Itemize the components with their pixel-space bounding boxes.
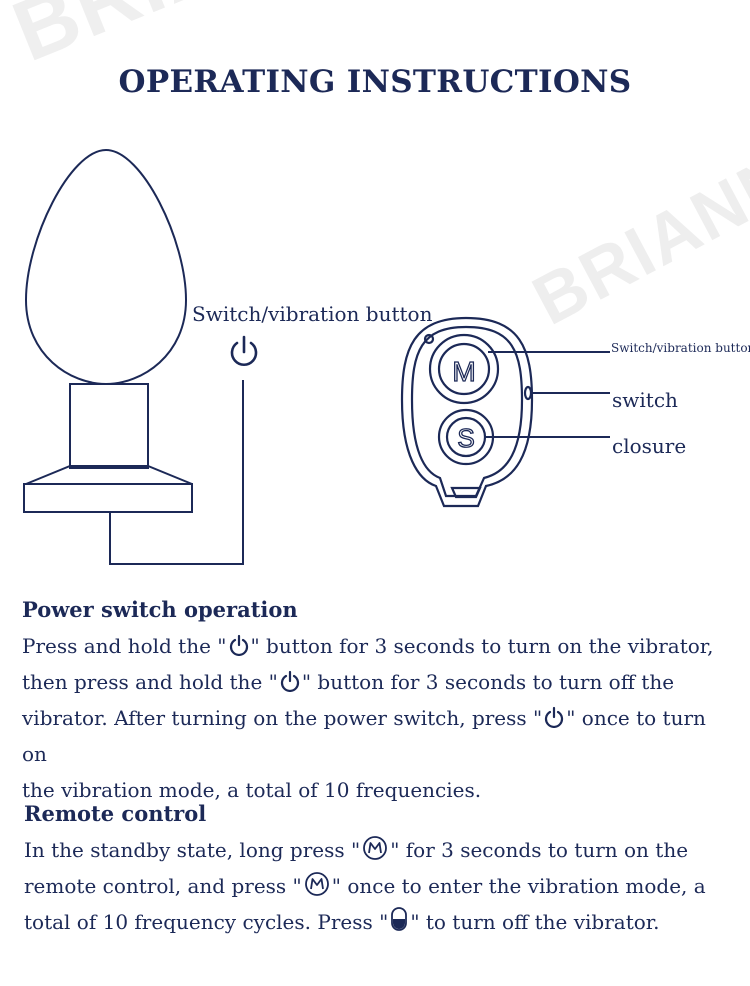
remote-control-section: Remote control In the standby state, lon…: [24, 801, 734, 940]
device-neck: [69, 383, 149, 469]
remote-indicator-led: [423, 333, 435, 345]
remote-side-switch: [523, 385, 533, 401]
device-power-icon: [230, 335, 258, 366]
page-title: OPERATING INSTRUCTIONS: [118, 64, 632, 100]
remote-s-button[interactable]: [445, 416, 487, 458]
device-button-label: Switch/vibration button: [192, 302, 433, 326]
device-base: [23, 483, 193, 513]
switch-label: switch: [612, 388, 678, 412]
closure-label: closure: [612, 434, 687, 458]
power-icon: [545, 706, 564, 728]
closure-button-icon: [391, 907, 408, 931]
device-button-leader: [109, 380, 244, 565]
m-button-icon: [304, 872, 329, 896]
remote-button-label: Switch/vibration button: [611, 341, 750, 355]
power-switch-heading: Power switch operation: [22, 597, 298, 622]
power-icon: [280, 670, 299, 692]
remote-s-button-label: S: [457, 423, 474, 453]
remote-control-text: In the standby state, long press "" for …: [24, 836, 706, 934]
remote-m-button-label: M: [452, 356, 475, 387]
remote-m-button[interactable]: [437, 342, 491, 396]
remote-leader-lines: [486, 351, 610, 438]
product-diagram: M S: [23, 148, 610, 565]
remote-body-outer: [400, 316, 534, 508]
power-switch-section: Power switch operation Press and hold th…: [22, 597, 732, 808]
power-switch-text: Press and hold the "" button for 3 secon…: [22, 634, 714, 802]
m-button-icon: [363, 836, 388, 860]
device-bulb: [24, 148, 188, 386]
remote-m-button-ring[interactable]: [428, 333, 500, 405]
device-illustration: [23, 148, 244, 565]
remote-illustration: [400, 316, 534, 508]
power-icon: [229, 634, 248, 656]
remote-control-heading: Remote control: [24, 801, 207, 826]
remote-slot: [450, 486, 482, 499]
